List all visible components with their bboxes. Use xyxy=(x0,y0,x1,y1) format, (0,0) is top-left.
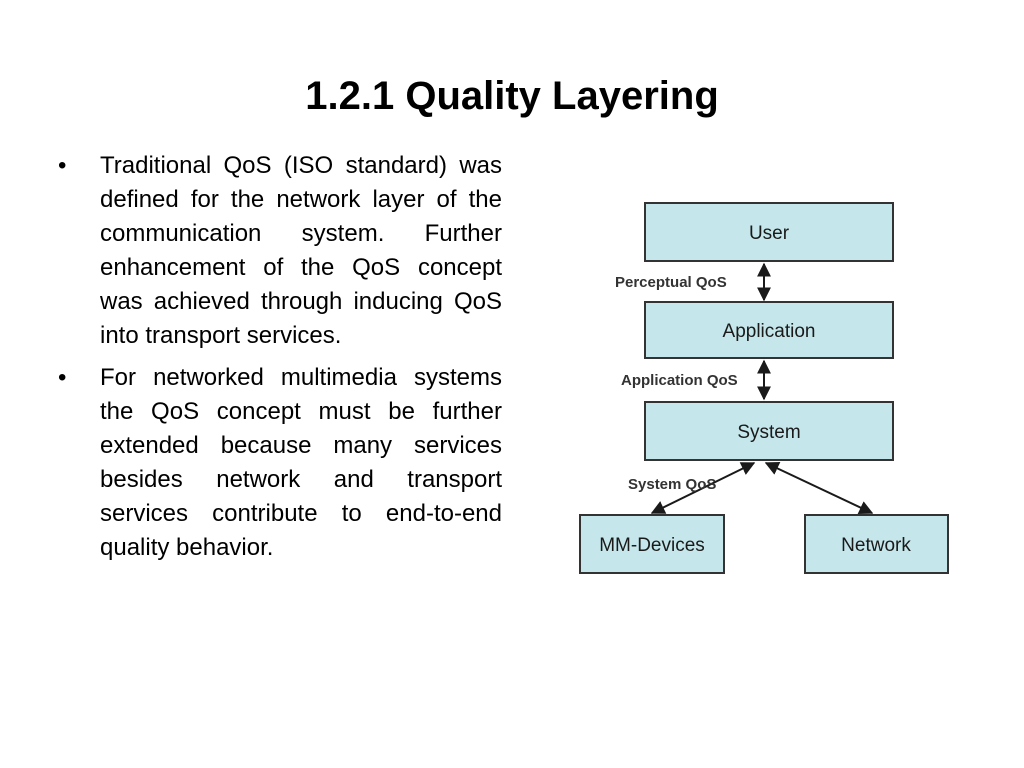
mm-devices-box-label: MM-Devices xyxy=(599,535,705,556)
bullet-text: For networked multimedia systems the QoS… xyxy=(100,364,502,561)
quality-layering-diagram: User Application System MM-Devices Netwo… xyxy=(579,202,949,574)
network-box-label: Network xyxy=(841,535,911,556)
bullet-item: • Traditional QoS (ISO standard) was def… xyxy=(58,149,502,353)
system-to-network-arrow xyxy=(764,462,874,514)
bullet-item: • For networked multimedia systems the Q… xyxy=(58,361,502,565)
system-to-mm-devices-arrow xyxy=(650,462,756,514)
bullet-marker: • xyxy=(58,152,67,179)
bullet-text: Traditional QoS (ISO standard) was defin… xyxy=(100,152,502,349)
mm-devices-box: MM-Devices xyxy=(579,514,725,574)
application-qos-label: Application QoS xyxy=(621,372,738,389)
system-box-label: System xyxy=(737,422,800,443)
user-box-label: User xyxy=(749,223,790,244)
mm-devices-box-shape xyxy=(579,514,725,574)
bullet-marker: • xyxy=(58,364,67,391)
network-box: Network xyxy=(804,514,949,574)
user-box-shape xyxy=(644,202,894,262)
user-box: User xyxy=(644,202,894,262)
perceptual-qos-label: Perceptual QoS xyxy=(615,274,727,291)
network-box-shape xyxy=(804,514,949,574)
application-box-shape xyxy=(644,301,894,359)
system-box: System xyxy=(644,401,894,461)
application-box-label: Application xyxy=(723,321,816,342)
application-box: Application xyxy=(644,301,894,359)
system-box-shape xyxy=(644,401,894,461)
bullet-list: • Traditional QoS (ISO standard) was def… xyxy=(58,149,502,573)
system-qos-label: System QoS xyxy=(628,476,716,493)
slide-title: 1.2.1 Quality Layering xyxy=(305,74,719,118)
